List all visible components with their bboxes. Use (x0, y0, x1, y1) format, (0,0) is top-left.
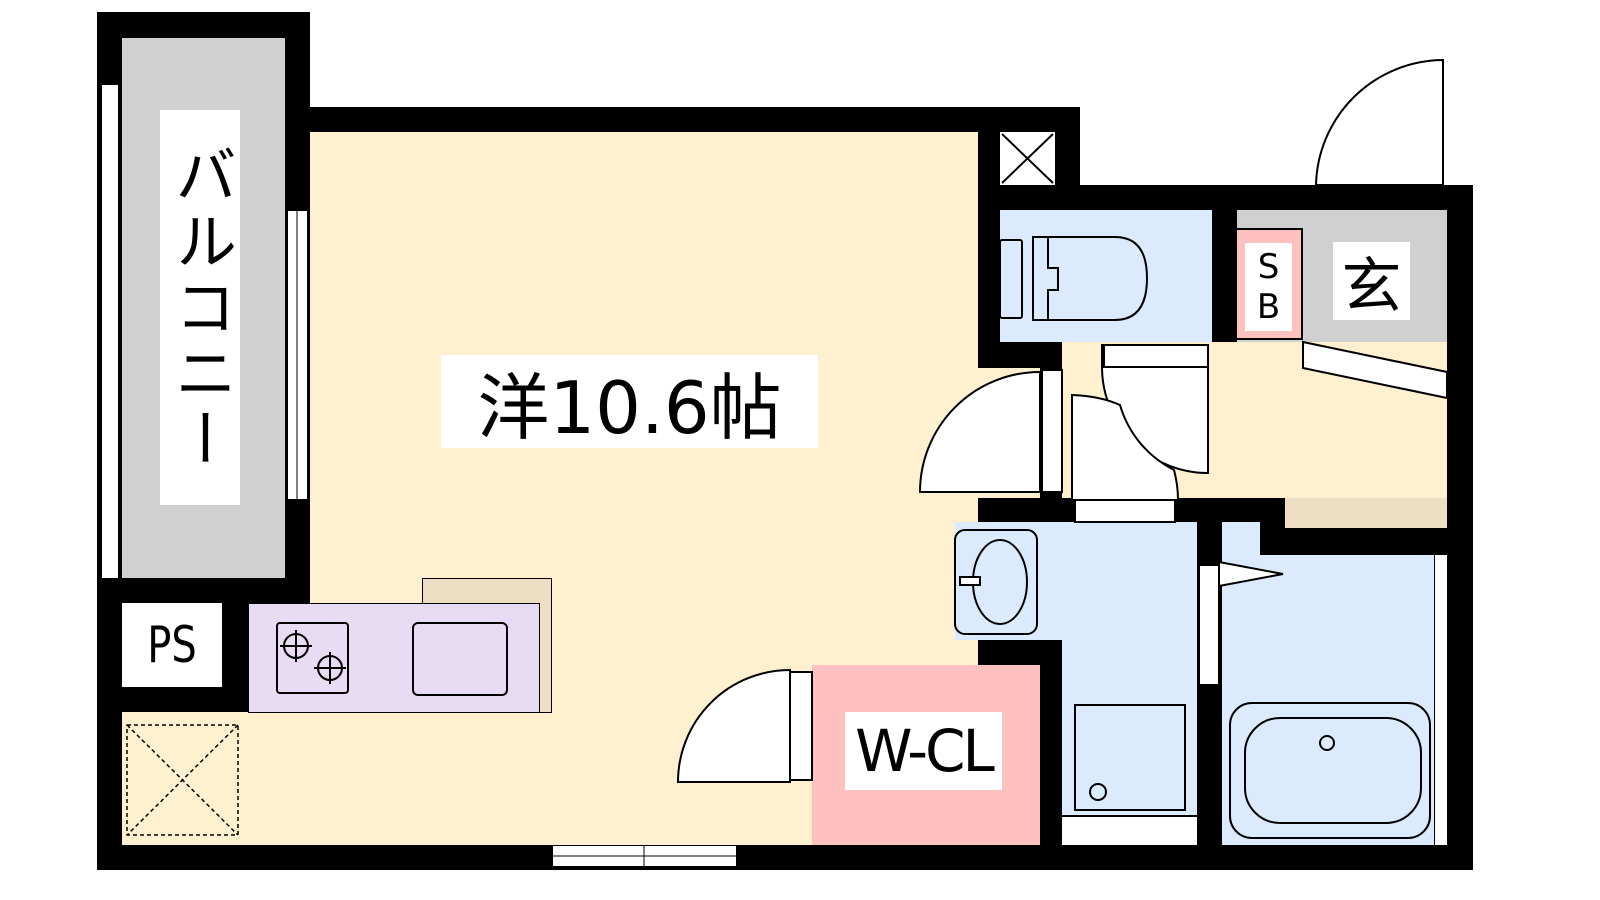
balcony-label: バルコニー (160, 110, 240, 505)
entrance-label: 玄 (1333, 242, 1410, 322)
room-door (918, 370, 1041, 493)
sink (412, 622, 508, 696)
washing-machine-space (1074, 704, 1186, 811)
toilet-bowl (1032, 236, 1149, 321)
bath-window (1434, 555, 1447, 845)
drain-icon (1089, 783, 1107, 801)
shoe-box-label: SB (1245, 243, 1292, 331)
toilet-tank (999, 239, 1023, 319)
bath-door (1198, 564, 1220, 686)
washroom-threshold (1062, 815, 1197, 845)
entry-door (1314, 58, 1444, 186)
western-room-label: 洋10.6帖 (441, 355, 818, 450)
entry-step (1302, 340, 1448, 400)
duct-x-line (1001, 133, 1054, 184)
bathroom-entry (1222, 522, 1260, 562)
hall-shelf (1285, 498, 1447, 528)
balcony-railing (100, 85, 120, 578)
stove (276, 622, 349, 694)
closet-door (676, 668, 791, 783)
closet-label: W-CL (845, 712, 1002, 790)
fridge-space (126, 724, 239, 836)
washroom-door (1071, 393, 1180, 501)
pipe-space-label: PS (136, 610, 208, 680)
